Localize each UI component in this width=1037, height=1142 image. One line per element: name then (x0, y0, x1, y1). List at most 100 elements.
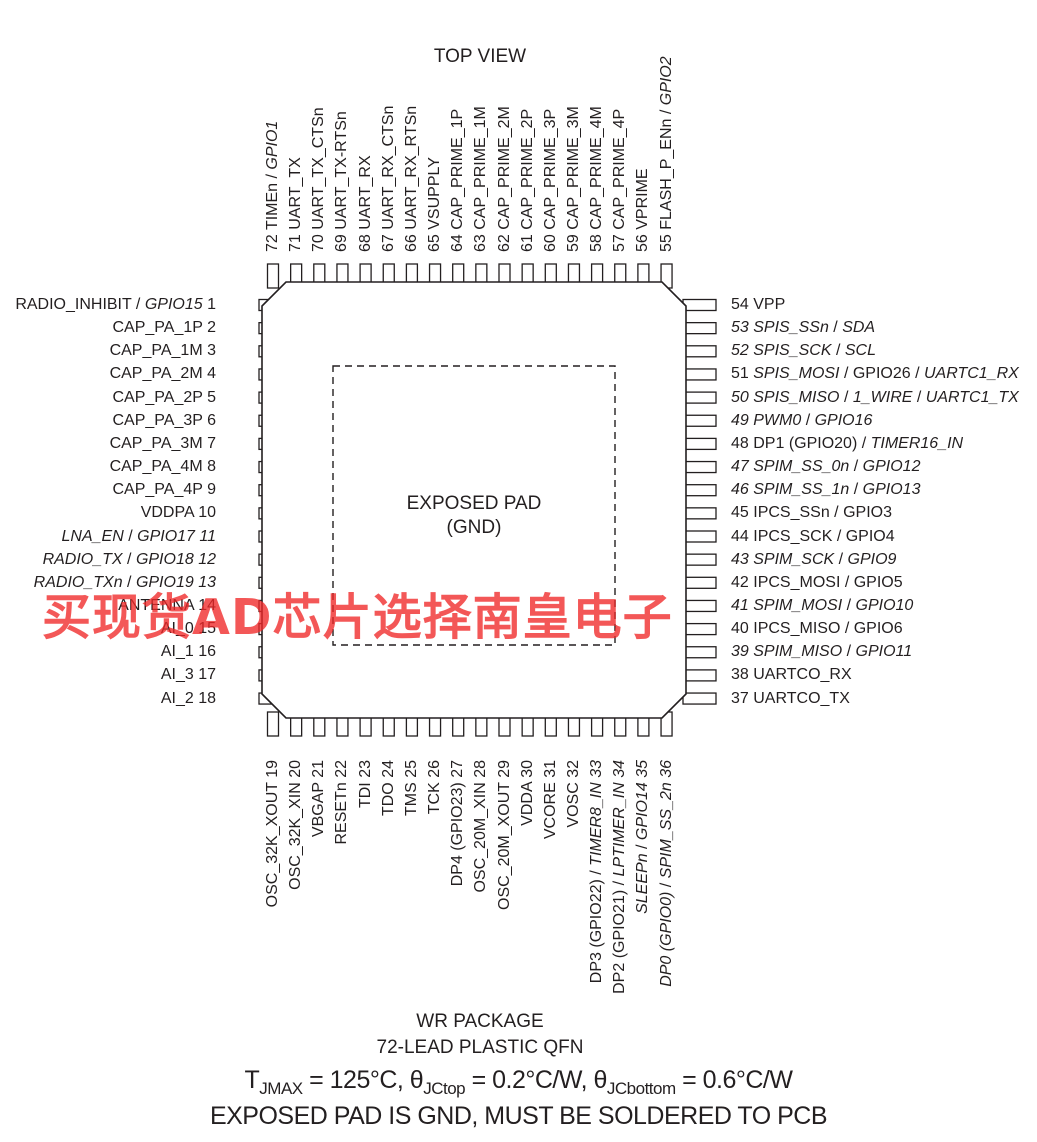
pin-lead-40 (682, 622, 717, 636)
pin-label-text: IPCS_MOSI / GPIO5 (753, 573, 903, 591)
pin-label-30: VDDA 30 (519, 760, 537, 826)
pin-number: 24 (379, 760, 397, 778)
pin-number: 72 (264, 234, 281, 252)
pin-label-text: LPTIMER_IN (611, 782, 629, 877)
pin-label-text: RESETn (333, 782, 351, 845)
pin-label-text: TDI (356, 782, 374, 809)
pin-number: 68 (356, 234, 374, 252)
tjmax-symbol: T (244, 1066, 260, 1094)
pin-number: 41 (731, 596, 749, 614)
pin-label-61: 61 CAP_PRIME_2P (519, 109, 537, 252)
pin-label-text: CAP_PRIME_4M (588, 106, 606, 230)
pin-number: 57 (611, 234, 629, 252)
pin-label-text: SPIM_SS_1n (753, 481, 850, 499)
pin-label-text: UART_RX (356, 155, 374, 230)
pin-label-14: ANTENNA 14 (118, 597, 216, 615)
pin-label-8: CAP_PA_4M 8 (110, 458, 216, 476)
pin-number: 64 (449, 234, 467, 252)
pin-number: 39 (731, 643, 749, 661)
pin-lead-41 (682, 599, 717, 613)
pin-label-text: CAP_PRIME_1M (472, 106, 490, 230)
pin-number: 36 (657, 760, 675, 778)
pin-label-54: 54 VPP (731, 296, 785, 314)
pin-label-text: VCORE (541, 782, 559, 840)
pin-number: 44 (731, 527, 749, 545)
exposed-pad-line1: EXPOSED PAD (406, 493, 542, 514)
pin-label-text: 1_WIRE (852, 388, 913, 406)
pin-number: 71 (287, 234, 305, 252)
pin-label-text: CAP_PA_4P (112, 481, 203, 499)
pin-label-text: GPIO12 (862, 458, 921, 476)
pin-label-65: 65 VSUPPLY (426, 157, 444, 252)
exposed-pad-outline (332, 365, 616, 646)
pin-number: 28 (472, 760, 490, 778)
pin-number: 65 (426, 234, 444, 252)
pin-label-18: AI_2 18 (161, 690, 216, 708)
pin-label-text: DP4 (GPIO23) (449, 782, 467, 887)
theta-top-value: = 0.2°C/W, (465, 1066, 594, 1094)
pin-lead-49 (682, 414, 717, 427)
pin-label-31: VCORE 31 (542, 760, 560, 839)
pin-number: 37 (731, 689, 749, 707)
pin-number: 46 (731, 481, 749, 499)
pin-label-41: 41 SPIM_MOSI / GPIO10 (731, 597, 913, 615)
pin-number: 19 (264, 760, 281, 778)
watermark: 买现货AD芯片选择南皇电子 (42, 589, 673, 646)
pin-label-text: DP3 (GPIO22) / (588, 865, 606, 984)
pin-label-text: AI_1 (160, 643, 194, 661)
pin-label-64: 64 CAP_PRIME_1P (449, 109, 467, 252)
pin-lead-72 (266, 263, 280, 289)
pin-label-text: UARTCO_TX (753, 689, 850, 707)
pin-number: 67 (379, 234, 397, 252)
pin-number: 29 (495, 760, 513, 778)
pin-label-4: CAP_PA_2M 4 (110, 365, 216, 383)
pin-label-text: RADIO_TXn (33, 573, 123, 591)
pin-number: 48 (731, 434, 749, 452)
pin-label-text: CAP_PA_1M (109, 342, 203, 360)
pin-label-text: CAP_PRIME_1P (449, 108, 467, 230)
pin-number: 33 (588, 760, 606, 778)
pin-label-39: 39 SPIM_MISO / GPIO11 (731, 643, 912, 661)
pin-label-text: GPIO19 (135, 573, 194, 591)
pin-lead-46 (682, 484, 717, 497)
pin-label-13: RADIO_TXn / GPIO19 13 (34, 574, 216, 592)
pin-label-70: 70 UART_TX_CTSn (310, 107, 328, 252)
exposed-pad-note: EXPOSED PAD IS GND, MUST BE SOLDERED TO … (209, 1102, 828, 1130)
pin-number: 70 (310, 234, 328, 252)
pin-label-text: PWM0 (753, 411, 802, 429)
diagram-title: TOP VIEW (433, 46, 527, 67)
pin-label-7: CAP_PA_3M 7 (110, 435, 216, 453)
pin-number: 8 (207, 458, 216, 476)
pin-label-52: 52 SPIS_SCK / SCL (731, 342, 876, 360)
pin-lead-47 (682, 460, 717, 474)
pin-number: 43 (731, 550, 749, 568)
pin-number: 35 (634, 760, 652, 778)
pin-number: 51 (731, 365, 749, 383)
package-body (261, 281, 687, 719)
pin-label-text: DP1 (GPIO20) / (753, 434, 871, 452)
pin-label-text: TMS (402, 782, 420, 817)
pin-label-text: OSC_32K_XIN (287, 782, 305, 890)
pin-label-text: SPIS_SSn (753, 319, 829, 337)
pin-lead-52 (682, 345, 717, 358)
pin-label-text: SPIM_SS_2n (657, 782, 675, 879)
pin-label-36: DP0 (GPIO0) / SPIM_SS_2n 36 (658, 760, 676, 987)
pin-number: 5 (207, 388, 216, 406)
pin-label-text: CAP_PRIME_2M (495, 106, 513, 230)
pin-label-text: / (123, 527, 138, 545)
pin-label-57: 57 CAP_PRIME_4P (611, 109, 629, 252)
pin-label-2: CAP_PA_1P 2 (113, 319, 217, 337)
pin-label-text: / (122, 573, 136, 591)
pin-label-text: / (657, 878, 675, 892)
pin-label-text: GPIO1 (264, 120, 281, 170)
pin-number: 22 (333, 760, 351, 778)
pin-label-text: GPIO15 (144, 296, 203, 313)
pin-lead-42 (682, 576, 717, 589)
pin-label-text: CAP_PRIME_2P (518, 108, 536, 230)
pin-number: 12 (198, 550, 216, 568)
pin-label-text: CAP_PRIME_3P (541, 108, 559, 230)
pin-label-59: 59 CAP_PRIME_3M (565, 106, 583, 252)
pin-label-text: GPIO16 (814, 411, 873, 429)
pin-label-text: GPIO2 (657, 56, 675, 106)
